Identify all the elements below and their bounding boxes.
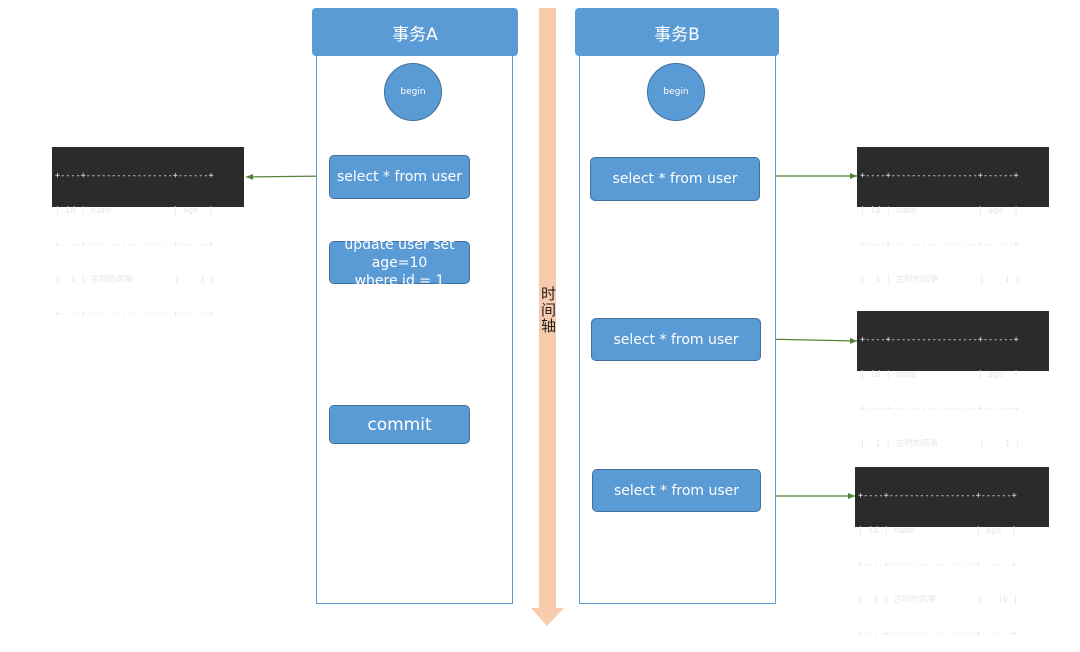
result-border: +----+-----------------+------+ [55,309,214,319]
result-border: +----+-----------------+------+ [858,560,1017,570]
select-step-a: select * from user [329,155,470,199]
timeline-label: 时间轴 [539,286,557,334]
result-border: +----+-----------------+------+ [860,335,1019,345]
result-header-row: | id | name | age | [860,205,1019,216]
begin-node-b: begin [647,63,705,121]
result-data-row: | 1 | 古时的风筝 | 1 | [860,438,1021,449]
result-data-row: | 1 | 古时的风筝 | 1 | [860,274,1021,285]
result-border: +----+-----------------+------+ [860,171,1019,181]
select-step-b-3: select * from user [592,469,761,512]
select-step-b-1: select * from user [590,157,760,201]
update-step-a: update user set age=10 where id = 1 [329,237,470,289]
result-table-4: +----+-----------------+------+ | id | n… [855,467,1049,639]
result-table-2: +----+-----------------+------+ | id | n… [857,147,1049,319]
result-border: +----+-----------------+------+ [858,629,1017,639]
lane-a [316,54,513,604]
result-data-row: | 1 | 古时的风筝 | 10 | [858,594,1019,605]
result-border: +----+-----------------+------+ [55,240,214,250]
result-header-row: | id | name | age | [860,369,1019,380]
timeline-arrow [531,8,564,626]
result-border: +----+-----------------+------+ [858,491,1017,501]
result-table-3: +----+-----------------+------+ | id | n… [857,311,1049,483]
result-header-row: | id | name | age | [858,525,1017,536]
lane-b-header: 事务B [575,8,779,56]
begin-node-a: begin [384,63,442,121]
result-border: +----+-----------------+------+ [860,404,1019,414]
result-arrow-3 [760,337,858,344]
result-border: +----+-----------------+------+ [55,171,214,181]
result-header-row: | id | name | age | [55,205,214,216]
lane-a-header: 事务A [312,8,518,56]
result-table-1: +----+-----------------+------+ | id | n… [52,147,244,319]
select-step-b-2: select * from user [591,318,761,361]
commit-step-a: commit [329,405,470,444]
result-data-row: | 1 | 古时的风筝 | 1 | [55,274,216,285]
result-border: +----+-----------------+------+ [860,240,1019,250]
